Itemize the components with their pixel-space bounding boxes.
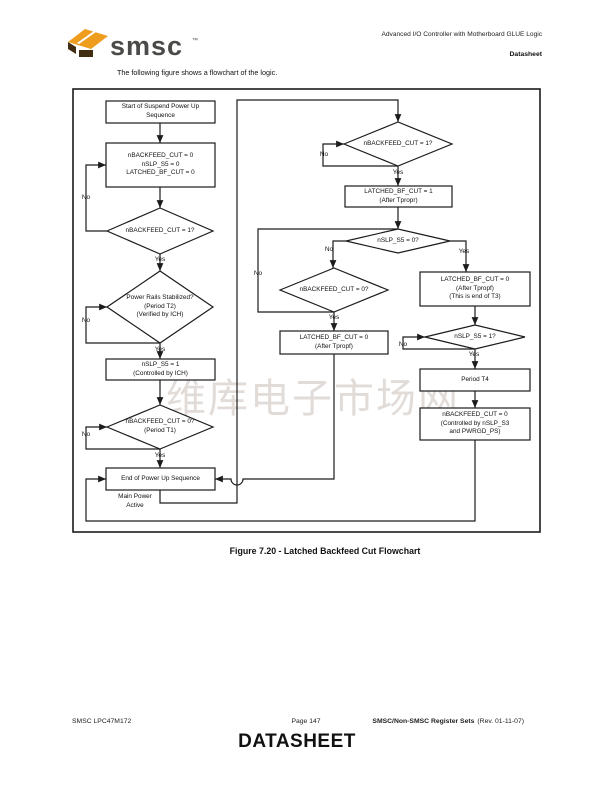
- flow-box-init: [105, 142, 216, 188]
- footer-revision: SMSC/Non-SMSC Register Sets(Rev. 01-11-0…: [372, 718, 524, 725]
- branch-no-slp0: [329, 240, 346, 268]
- label-yes-power-rails: Yes: [154, 346, 166, 353]
- label-no-backfeed1-left: No: [81, 194, 91, 201]
- flow-diamond-slp-s5-0: [345, 228, 451, 254]
- flow-label-latched-0-left: LATCHED_BF_CUT = 0 (After Tpropf): [299, 333, 369, 350]
- label-yes-backfeed0-t1: Yes: [154, 452, 166, 459]
- flow-box-latched-0-right: [419, 271, 531, 307]
- main-power-path: [159, 99, 402, 504]
- flow-box-nslp-s5-1: [105, 358, 216, 381]
- flow-label-backfeed1-right: nBACKFEED_CUT = 1?: [363, 139, 433, 147]
- flow-label-slp-s5-1: nSLP_S5 = 1?: [454, 332, 496, 340]
- flow-label-main-power: Main Power Active: [118, 493, 152, 509]
- loop-no-backfeed1-right: [322, 140, 398, 167]
- loop-no-power-rails: [85, 303, 160, 344]
- label-yes-backfeed0-right: Yes: [328, 314, 340, 321]
- logo-arrow-base: [79, 50, 93, 57]
- return-latched0-hop: [215, 354, 335, 486]
- flow-label-backfeed-final: nBACKFEED_CUT = 0 (Controlled by nSLP_S3…: [440, 411, 510, 436]
- flow-connectors: [85, 99, 479, 522]
- flow-box-latched-1: [344, 185, 453, 208]
- label-no-slp-s5-1: No: [398, 341, 408, 348]
- flow-label-latched-0-right: LATCHED_BF_CUT = 0 (After Tpropf) (This …: [440, 276, 510, 301]
- label-no-backfeed0-t1: No: [81, 431, 91, 438]
- logo-arrow-slash: [77, 31, 96, 44]
- flow-box-period-t4: [419, 368, 531, 392]
- label-no-backfeed0-right: No: [253, 270, 263, 277]
- flow-box-start: [105, 100, 216, 124]
- footer-page-number: Page 147: [291, 718, 321, 725]
- header-doc-type: Datasheet: [509, 51, 543, 58]
- logo-wordmark: smsc: [110, 31, 184, 61]
- flow-label-backfeed1-left: nBACKFEED_CUT = 1?: [125, 226, 195, 234]
- flow-label-period-t4: Period T4: [461, 375, 489, 383]
- flow-shapes: [105, 100, 531, 491]
- footer-part-number: SMSC LPC47M172: [72, 718, 132, 725]
- smsc-logo: [66, 26, 110, 66]
- flow-label-backfeed0-t1: nBACKFEED_CUT = 0? (Period T1): [125, 418, 195, 434]
- footer-register-sets: SMSC/Non-SMSC Register Sets: [372, 718, 475, 725]
- logo-arrow-foot: [68, 42, 76, 54]
- loop-no-backfeed0-t1: [85, 423, 160, 450]
- label-yes-backfeed1-right: Yes: [392, 169, 404, 176]
- loop-no-backfeed1-left: [85, 161, 107, 232]
- footer-rev-date: (Rev. 01-11-07): [477, 718, 524, 725]
- label-yes-backfeed1-left: Yes: [154, 256, 166, 263]
- flow-box-latched-0-left: [279, 330, 389, 355]
- flow-box-backfeed-final: [419, 407, 531, 441]
- flow-label-nslp-s5-1: nSLP_S5 = 1 (Controlled by ICH): [133, 360, 188, 377]
- flow-diamond-backfeed0-right: [278, 267, 390, 313]
- flow-label-init: nBACKFEED_CUT = 0 nSLP_S5 = 0 LATCHED_BF…: [126, 152, 195, 177]
- intro-text: The following figure shows a flowchart o…: [117, 68, 278, 77]
- label-yes-slp-s5-1: Yes: [468, 351, 480, 358]
- smsc-logo-icon: [68, 29, 108, 57]
- logo-trademark: ™: [192, 38, 198, 44]
- logo-arrow-main: [68, 29, 108, 49]
- flow-label-backfeed0-right: nBACKFEED_CUT = 0?: [299, 285, 369, 293]
- datasheet-watermark-title: DATASHEET: [238, 731, 356, 752]
- figure-border: [72, 88, 541, 533]
- flow-diamond-backfeed1-right: [342, 121, 454, 167]
- branch-yes-slp0: [450, 240, 470, 272]
- flow-diamond-backfeed0-t1: [105, 404, 215, 450]
- flow-diamond-power-rails: [105, 270, 215, 344]
- flow-label-power-rails: Power Rails Stabilized? (Period T2) (Ver…: [126, 294, 194, 319]
- label-no-slp-s5-0: No: [324, 246, 334, 253]
- return-final-left: [85, 440, 476, 522]
- loop-no-backfeed0-right: [257, 228, 398, 313]
- label-no-backfeed1-right: No: [319, 151, 329, 158]
- flow-label-latched-1: LATCHED_BF_CUT = 1 (After Tpropr): [364, 187, 433, 204]
- label-no-power-rails: No: [81, 317, 91, 324]
- flow-label-start: Start of Suspend Power Up Sequence: [121, 103, 200, 119]
- header-product-title: Advanced I/O Controller with Motherboard…: [381, 31, 542, 38]
- flow-label-end: End of Power Up Sequence: [121, 474, 200, 482]
- figure-caption: Figure 7.20 - Latched Backfeed Cut Flowc…: [229, 546, 421, 556]
- watermark-text: 维库电子市场网: [166, 376, 460, 422]
- flow-diamond-slp-s5-1: [424, 324, 526, 350]
- label-yes-slp-s5-0: Yes: [458, 248, 470, 255]
- loop-no-slp1: [402, 333, 475, 350]
- flow-diamond-backfeed1-left: [105, 207, 215, 255]
- flow-box-end: [105, 467, 216, 491]
- flow-label-slp-s5-0: nSLP_S5 = 0?: [377, 236, 419, 244]
